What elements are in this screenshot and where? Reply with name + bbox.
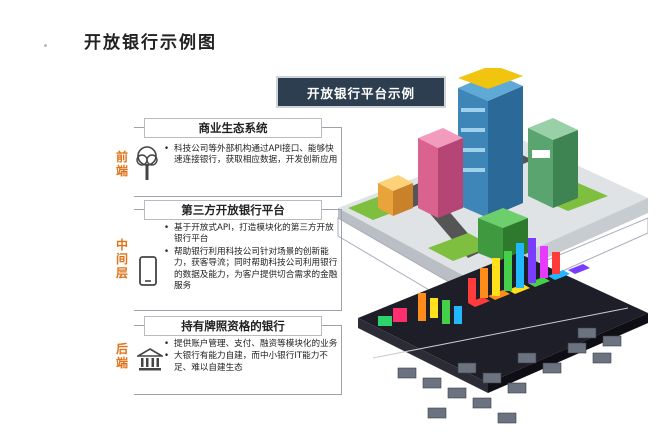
platform-slab [358,253,648,383]
smartphone-icon [139,256,157,286]
layer-title-back: 持有牌照资格的银行 [144,316,322,336]
layer-title-middle: 第三方开放银行平台 [144,200,322,220]
decorative-dot [44,44,47,47]
building-tall [458,68,523,218]
building-right [528,118,578,208]
side-label-front: 前端 [115,150,128,178]
bullet: 基于开放式API，打造模块化的第三方开放银行平台 [164,223,342,246]
server-racks [397,327,622,424]
bullet: 科技公司等外部机构通过API接口、能够快速连接银行，获取相应数据，开发创新应用 [164,144,342,167]
bullet: 大银行有能力自建，而中小银行IT能力不足、难以自建生态 [164,351,342,374]
page-title: 开放银行示例图 [84,33,217,53]
building-small [378,175,413,216]
data-bars [378,238,590,326]
open-banking-illustration [337,68,648,424]
bullet: 帮助银行利用科技公司针对场景的创新能力，获客导流；同时帮助科技公司利用银行的数据… [164,247,342,293]
building-mid [418,128,463,218]
layer-body-front: 科技公司等外部机构通过API接口、能够快速连接银行，获取相应数据，开发创新应用 [164,144,342,168]
side-label-middle: 中间层 [115,238,128,280]
bullet: 提供账户管理、支付、融资等模块化的业务 [164,339,342,351]
bank-icon [137,348,163,371]
tree-icon [136,146,158,180]
diagram-header: 开放银行平台示例 [276,76,446,108]
layer-body-middle: 基于开放式API，打造模块化的第三方开放银行平台 帮助银行利用科技公司针对场景的… [164,223,342,293]
layer-title-front: 商业生态系统 [144,118,322,138]
layer-body-back: 提供账户管理、支付、融资等模块化的业务 大银行有能力自建，而中小银行IT能力不足… [164,339,342,375]
side-label-back: 后端 [115,342,128,370]
